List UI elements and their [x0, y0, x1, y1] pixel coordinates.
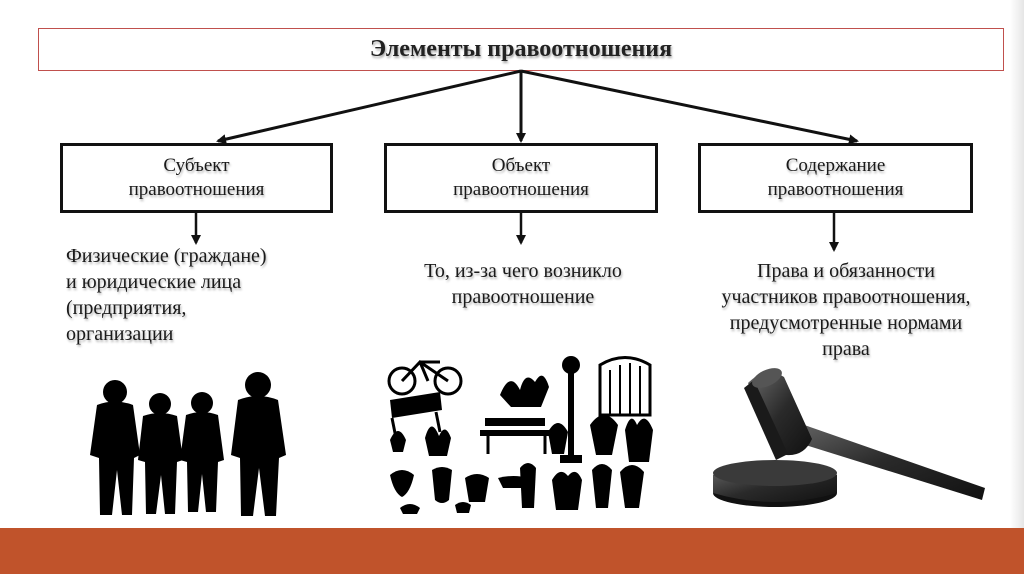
object-description-line: правоотношение [451, 286, 595, 308]
arrow-to-content [520, 69, 859, 145]
subject-description-line: Физические (граждане) [66, 245, 267, 267]
footer-bar [0, 528, 1024, 574]
subject-box-line1: Субъект [163, 155, 230, 176]
object-description: То, из-за чего возникло правоотношение [380, 258, 666, 310]
content-description-line: Права и обязанности [757, 260, 935, 282]
content-description-line: права [822, 338, 870, 360]
content-description-line: участников правоотношения, [721, 286, 971, 308]
page-title: Элементы правоотношения [369, 36, 673, 62]
content-description: Права и обязанности участников правоотно… [676, 258, 1016, 362]
subject-description: Физические (граждане) и юридические лица… [66, 243, 341, 347]
content-description-line: предусмотренные нормами [729, 312, 963, 334]
subject-description-line: организации [66, 323, 174, 345]
object-box: Объект правоотношения [384, 143, 658, 213]
subject-description-line: (предприятия, [66, 297, 187, 319]
subject-box-line2: правоотношения [128, 179, 265, 200]
content-box-line1: Содержание [785, 155, 886, 176]
object-box-line1: Объект [491, 155, 551, 176]
subject-box: Субъект правоотношения [60, 143, 333, 213]
slide-edge-shadow [1010, 0, 1024, 528]
object-box-line2: правоотношения [453, 179, 589, 200]
content-box: Содержание правоотношения [698, 143, 973, 213]
arrow-to-subject [216, 69, 522, 145]
title-box: Элементы правоотношения [38, 28, 1004, 71]
subject-description-line: и юридические лица [66, 271, 242, 293]
content-box-line2: правоотношения [767, 179, 904, 200]
object-description-line: То, из-за чего возникло [424, 260, 622, 282]
